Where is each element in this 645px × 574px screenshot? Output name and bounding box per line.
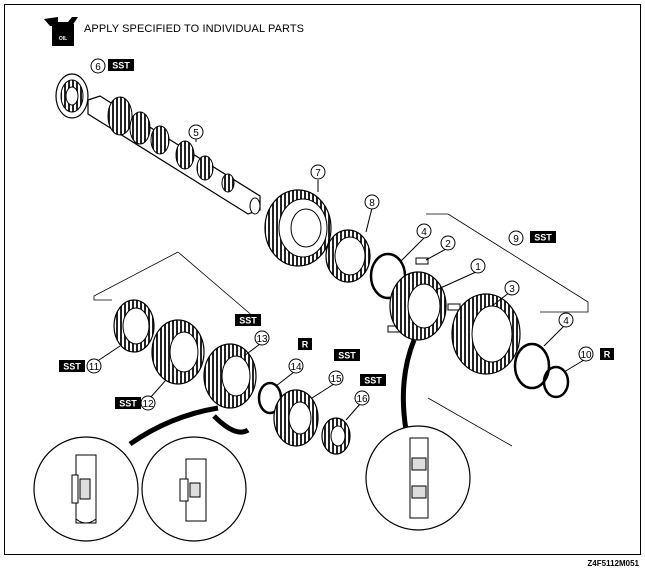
svg-text:6: 6 — [95, 62, 101, 73]
clutch-sleeve-3 — [451, 293, 521, 375]
svg-text:15: 15 — [330, 374, 342, 385]
callout-16: 16 — [345, 390, 370, 421]
callout-6: 6 — [90, 58, 106, 74]
callout-13: 13 — [243, 330, 270, 357]
sst-badge: SST — [59, 360, 85, 372]
svg-text:8: 8 — [369, 198, 375, 209]
figure-code: Z4F5112M051 — [587, 559, 639, 568]
callout-4b: 4 — [543, 312, 574, 347]
callout-2: 2 — [425, 235, 456, 261]
oil-icon-label: OIL — [59, 36, 67, 42]
callout-9: 9 — [508, 230, 524, 246]
sst-badge: SST — [235, 314, 261, 326]
callout-4a: 4 — [399, 223, 432, 263]
r-badge: R — [600, 348, 614, 360]
diagram-frame — [4, 4, 641, 555]
callout-10: 10 — [563, 346, 594, 373]
svg-text:SST: SST — [112, 61, 130, 71]
svg-text:10: 10 — [580, 350, 592, 361]
svg-text:7: 7 — [315, 168, 321, 179]
retaining-ring-10 — [542, 365, 570, 399]
callout-11: 11 — [86, 345, 121, 374]
callouts: 6 5 7 8 4 2 9 — [86, 58, 594, 421]
svg-text:1: 1 — [475, 262, 481, 273]
sst-badge: SST — [360, 374, 386, 386]
bearing-16 — [321, 417, 351, 455]
gear-7 — [264, 189, 332, 267]
gear-15 — [273, 389, 319, 447]
svg-text:16: 16 — [356, 394, 368, 405]
synchronizer-key-2 — [387, 257, 461, 333]
svg-text:SST: SST — [119, 399, 137, 409]
gear-13 — [203, 343, 257, 409]
svg-text:12: 12 — [142, 399, 154, 410]
svg-text:SST: SST — [338, 351, 356, 361]
callout-3: 3 — [491, 280, 520, 307]
svg-text:SST: SST — [364, 376, 382, 386]
svg-text:SST: SST — [63, 362, 81, 372]
svg-text:9: 9 — [513, 234, 519, 245]
oil-can-icon: OIL — [44, 17, 78, 46]
callout-5: 5 — [188, 124, 204, 142]
badges: SST SST SST SST SST SST SST R — [59, 59, 614, 409]
svg-text:R: R — [302, 340, 309, 350]
callout-12: 12 — [140, 379, 167, 411]
sst-badge: SST — [115, 397, 141, 409]
svg-text:R: R — [604, 350, 611, 360]
synchronizer-ring-8 — [325, 229, 371, 283]
gear-12 — [151, 319, 205, 385]
svg-text:SST: SST — [534, 233, 552, 243]
detail-view-1 — [33, 405, 219, 542]
svg-text:3: 3 — [509, 284, 515, 295]
clutch-hub-1 — [389, 271, 447, 341]
svg-text:4: 4 — [421, 227, 427, 238]
header-note: APPLY SPECIFIED TO INDIVIDUAL PARTS — [84, 23, 305, 35]
main-shaft — [87, 95, 261, 215]
shaft-gear-teeth — [107, 96, 235, 193]
detail-view-2 — [141, 414, 250, 542]
assembly-bracket-left — [93, 251, 256, 319]
svg-text:13: 13 — [256, 334, 268, 345]
svg-text:11: 11 — [89, 362, 100, 373]
detail-view-3 — [365, 339, 471, 531]
callout-14: 14 — [275, 358, 304, 387]
sst-badge: SST — [530, 231, 556, 243]
bearing-6 — [55, 73, 89, 119]
r-badge: R — [298, 338, 312, 350]
synchronizer-ring-11 — [113, 299, 155, 353]
svg-text:14: 14 — [290, 362, 302, 373]
callout-8: 8 — [364, 194, 380, 233]
sst-badge: SST — [108, 59, 134, 71]
callout-7: 7 — [310, 164, 326, 192]
sst-badge: SST — [334, 349, 360, 361]
svg-text:2: 2 — [445, 239, 451, 250]
svg-text:SST: SST — [239, 316, 257, 326]
assembly-bracket-right — [426, 213, 589, 447]
callout-1: 1 — [435, 258, 486, 291]
svg-text:5: 5 — [193, 128, 199, 139]
snap-ring-4-lower — [513, 342, 551, 390]
callout-15: 15 — [311, 370, 344, 399]
svg-text:4: 4 — [563, 316, 569, 327]
